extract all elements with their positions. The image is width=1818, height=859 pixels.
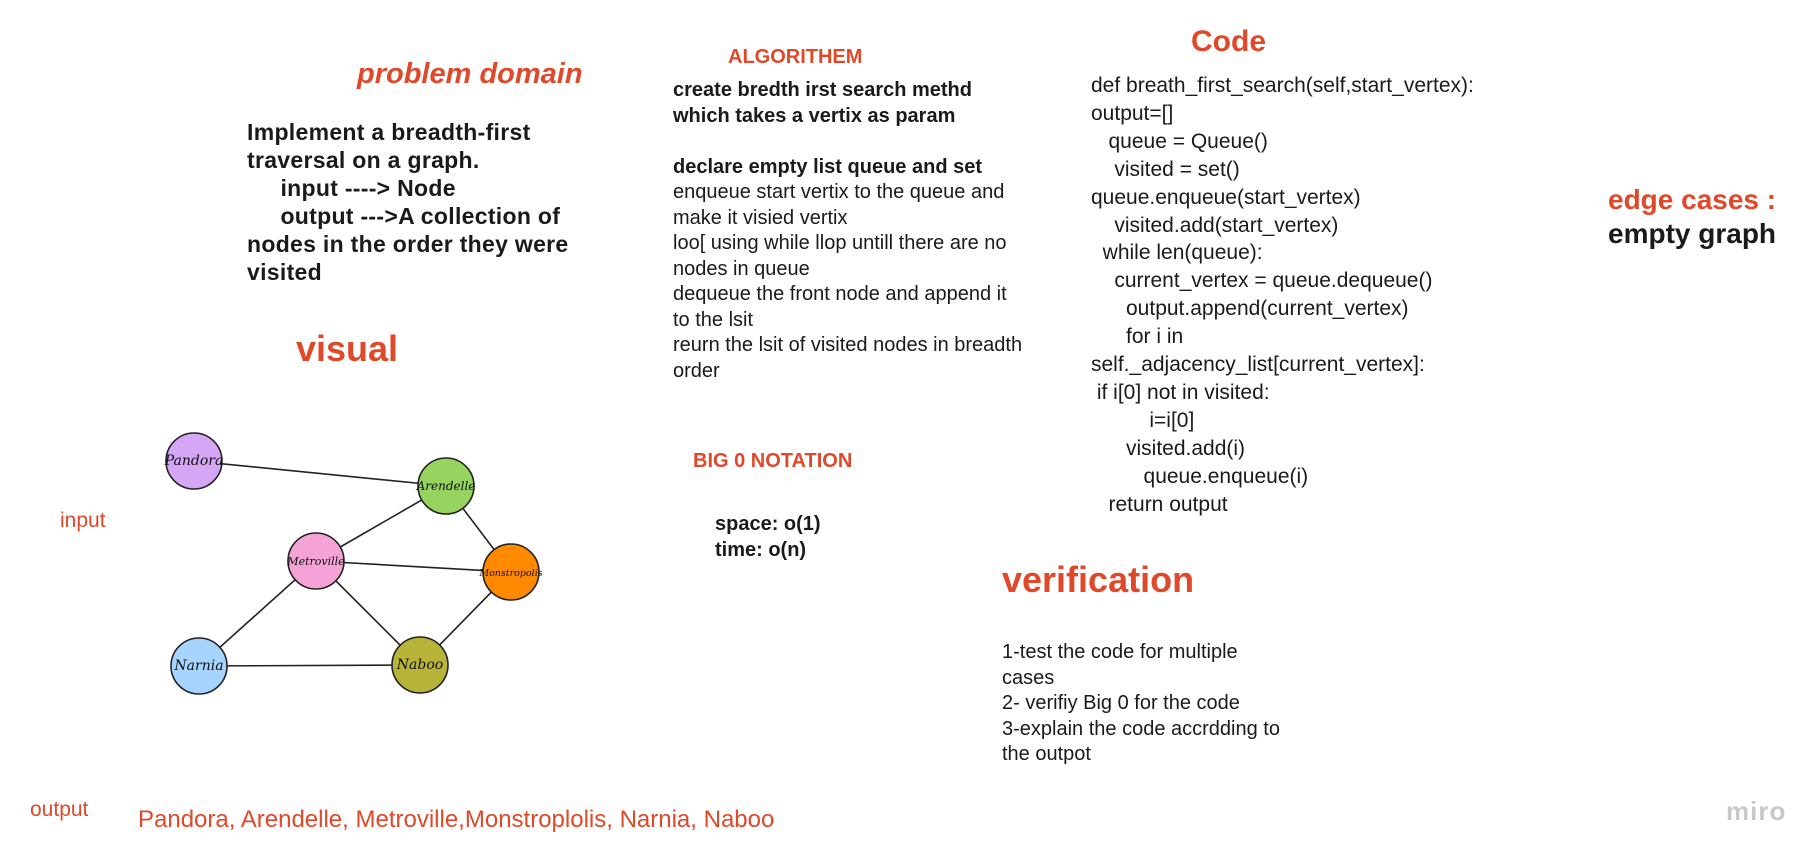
input-label: input [60,509,106,532]
big-o-values: space: o(1) time: o(n) [715,511,821,563]
node-label: Narnia [173,658,223,674]
algorithm-line: to the lsit [673,308,754,331]
node-narnia: Narnia [170,637,228,695]
code-line: output.append(current_vertex) [1091,297,1409,321]
edge-cases-value: empty graph [1608,218,1777,249]
code-line: queue.enqueue(i) [1091,464,1309,488]
graph-nodes: PandoraArendelleMetrovilleMonstropolisNa… [164,432,543,695]
node-circle [417,457,475,515]
algorithm-bold-line: create bredth irst search methd [673,79,972,101]
algorithm-line: dequeue the front node and append it [673,283,1007,305]
edge-pandora-arendelle [193,460,447,487]
code-line: self._adjacency_list[current_vertex]: [1091,353,1425,377]
node-arendelle: Arendelle [416,457,476,515]
node-label: Pandora [164,453,224,469]
verification-line: 1-test the code for multiple [1002,641,1238,663]
problem-line: input ----> Node [247,175,456,201]
edge-cases-heading: edge cases : [1608,184,1777,215]
algorithm-bold-line [673,129,1022,155]
code-line: if i[0] not in visited: [1091,380,1270,404]
problem-domain-text: Implement a breadth-first traversal on a… [247,118,569,286]
node-circle [287,532,345,590]
code-block: def breath_first_search(self,start_verte… [1091,72,1474,519]
node-label: Arendelle [416,479,476,493]
code-line: while len(queue): [1091,241,1263,265]
node-circle [170,637,228,695]
node-label: Naboo [396,657,443,673]
big-o-heading: BIG 0 NOTATION [693,450,853,472]
node-pandora: Pandora [164,432,224,490]
node-circle [391,636,449,694]
output-value: Pandora, Arendelle, Metroville,Monstropl… [138,806,775,833]
code-line: queue.enqueue(start_vertex) [1091,185,1361,209]
code-line: for i in [1091,325,1184,349]
algorithm-line: reurn the lsit of visited nodes in bread… [673,334,1023,356]
edge-narnia-naboo [198,664,421,667]
problem-line: nodes in the order they were [247,231,569,257]
output-label: output [30,798,89,821]
node-metroville: Metroville [286,532,345,590]
node-label: Metroville [286,555,345,568]
node-naboo: Naboo [391,636,449,694]
verification-line: 2- verifiy Big 0 for the code [1002,692,1240,714]
code-line: visited = set() [1091,157,1240,181]
code-line: output=[] [1091,101,1174,125]
miro-logo: miro [1726,796,1787,826]
code-line: def breath_first_search(self,start_verte… [1091,74,1474,97]
code-line: return output [1091,492,1228,516]
problem-line: traversal on a graph. [247,147,480,173]
node-label: Monstropolis [478,568,542,579]
graph-diagram: PandoraArendelleMetrovilleMonstropolisNa… [164,432,543,695]
algorithm-line: nodes in queue [673,257,810,280]
verification-text: 1-test the code for multiple cases 2- ve… [1002,640,1280,768]
algorithm-line: loo[ using while llop untill there are n… [673,232,1007,254]
edge-metroville-monstropolis [315,560,512,573]
code-line: queue = Queue() [1091,129,1268,153]
code-heading: Code [1191,25,1266,58]
big-o-time: time: o(n) [715,539,807,561]
algorithm-line: order [673,359,720,382]
problem-domain-heading: problem domain [357,58,583,90]
problem-line: Implement a breadth-first [247,119,531,145]
verification-heading: verification [1002,559,1195,600]
big-o-space: space: o(1) [715,513,821,535]
code-line: visited.add(i) [1091,436,1246,460]
code-line: current_vertex = queue.dequeue() [1091,269,1433,293]
verification-line: 3-explain the code accrdding to [1002,717,1280,740]
problem-line: output --->A collection of [247,203,561,229]
algorithm-bold-line: which takes a vertix as param [673,104,956,127]
node-circle [165,432,223,490]
algorithm-heading: ALGORITHEM [728,46,863,68]
visual-heading: visual [296,328,399,369]
verification-line: the outpot [1002,743,1091,765]
algorithm-line: enqueue start vertix to the queue and [673,181,1005,203]
code-line: visited.add(start_vertex) [1091,213,1339,237]
code-line: i=i[0] [1091,408,1195,432]
algorithm-bold-line: declare empty list queue and set [673,155,982,178]
algorithm-text: create bredth irst search methd which ta… [673,78,1022,384]
verification-line: cases [1002,666,1055,689]
node-monstropolis: Monstropolis [478,543,543,601]
node-circle [482,543,540,601]
algorithm-line: make it visied vertix [673,206,848,229]
problem-line: visited [247,259,322,285]
